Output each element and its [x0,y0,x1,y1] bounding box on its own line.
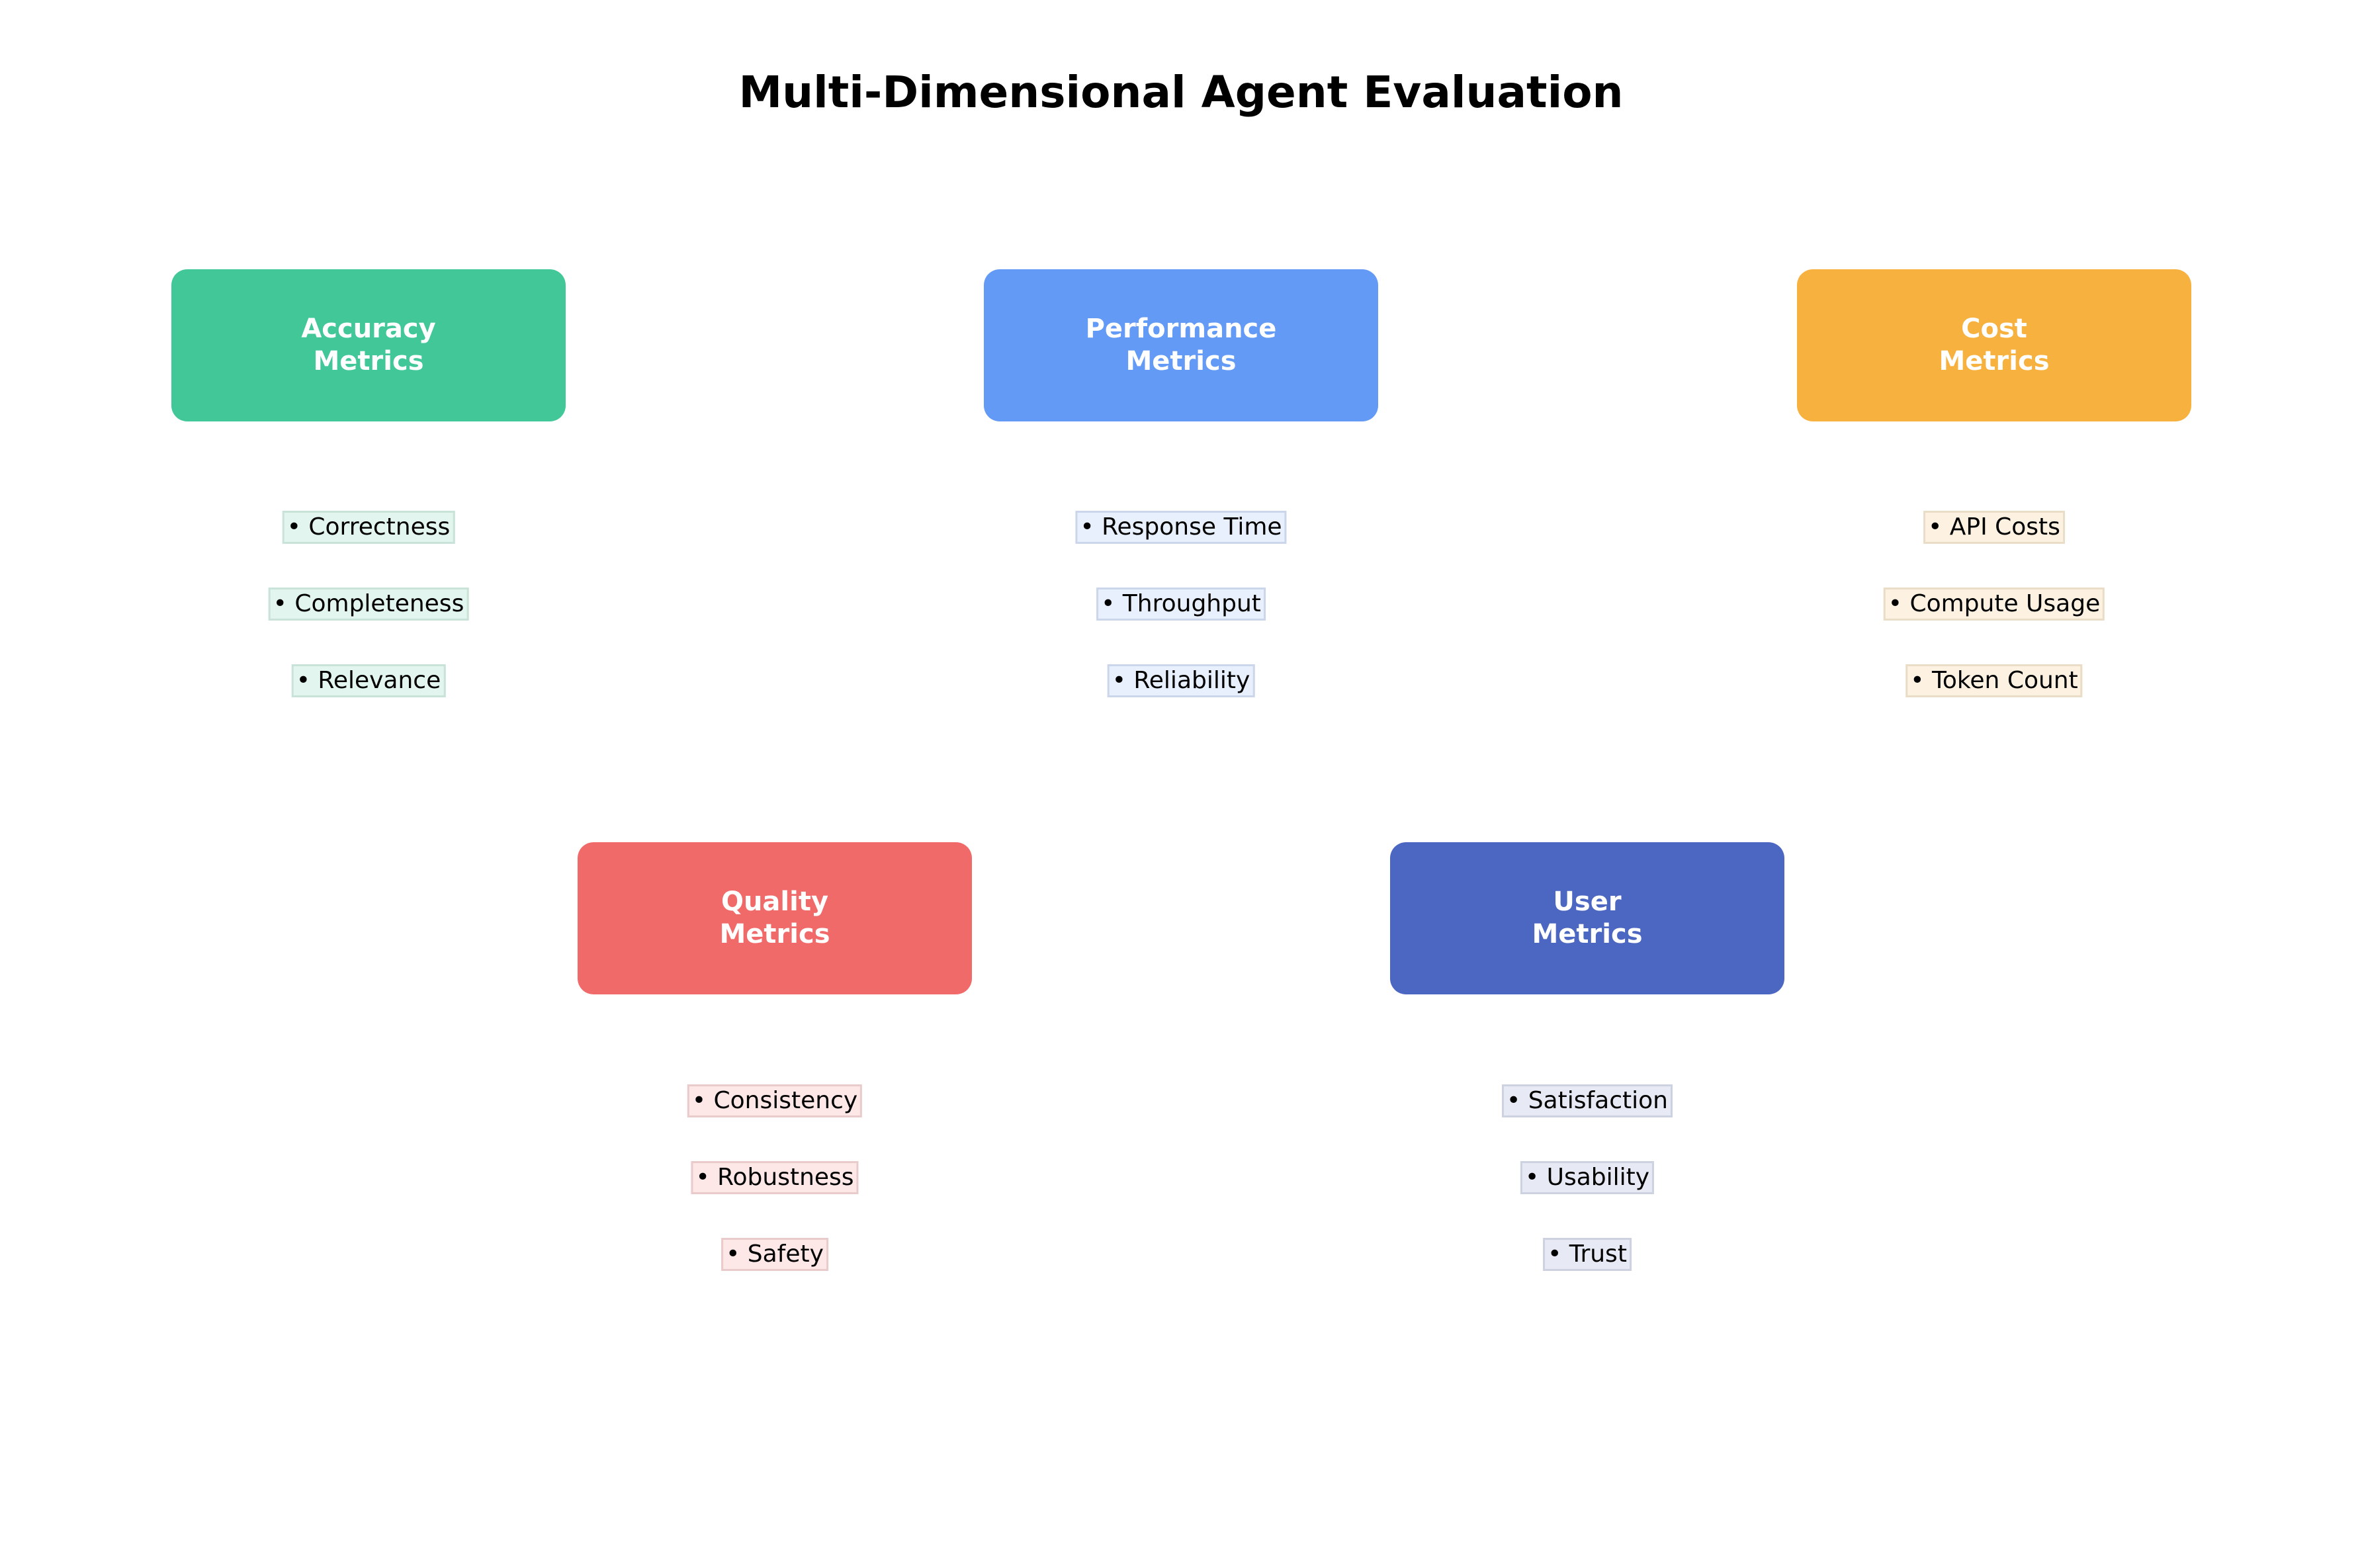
category-user: User Metrics • Satisfaction • Usability … [0,0,2362,1271]
metric-item-consistency: • Consistency [687,1084,863,1117]
category-performance: Performance Metrics • Response Time • Th… [0,0,2362,697]
metric-item-throughput: • Throughput [1096,588,1266,621]
metric-item-correctness: • Correctness [282,511,455,544]
user-metrics-box: User Metrics [1390,842,1784,994]
metric-item-completeness: • Completeness [268,588,469,621]
metric-item-response-time: • Response Time [1075,511,1287,544]
metric-item-robustness: • Robustness [691,1161,859,1194]
metric-item-satisfaction: • Satisfaction [1502,1084,1673,1117]
metric-item-token-count: • Token Count [1905,664,2083,697]
accuracy-metrics-label: Accuracy Metrics [301,314,436,376]
category-accuracy: Accuracy Metrics • Correctness • Complet… [0,0,2362,697]
performance-metrics-label: Performance Metrics [1085,314,1277,376]
category-quality: Quality Metrics • Consistency • Robustne… [0,0,2362,1271]
performance-metrics-box: Performance Metrics [984,269,1378,421]
metric-item-api-costs: • API Costs [1923,511,2065,544]
metric-item-compute-usage: • Compute Usage [1883,588,2105,621]
category-cost: Cost Metrics • API Costs • Compute Usage… [0,0,2362,697]
quality-metrics-box: Quality Metrics [578,842,972,994]
metric-item-trust: • Trust [1543,1238,1632,1271]
accuracy-metrics-box: Accuracy Metrics [171,269,566,421]
diagram-title: Multi-Dimensional Agent Evaluation [738,67,1624,118]
metric-item-relevance: • Relevance [291,664,446,697]
metric-item-usability: • Usability [1520,1161,1655,1194]
cost-metrics-label: Cost Metrics [1939,314,2050,376]
user-metrics-label: User Metrics [1532,887,1643,949]
cost-metrics-box: Cost Metrics [1797,269,2191,421]
metric-item-safety: • Safety [721,1238,828,1271]
quality-metrics-label: Quality Metrics [719,887,830,949]
metric-item-reliability: • Reliability [1107,664,1255,697]
